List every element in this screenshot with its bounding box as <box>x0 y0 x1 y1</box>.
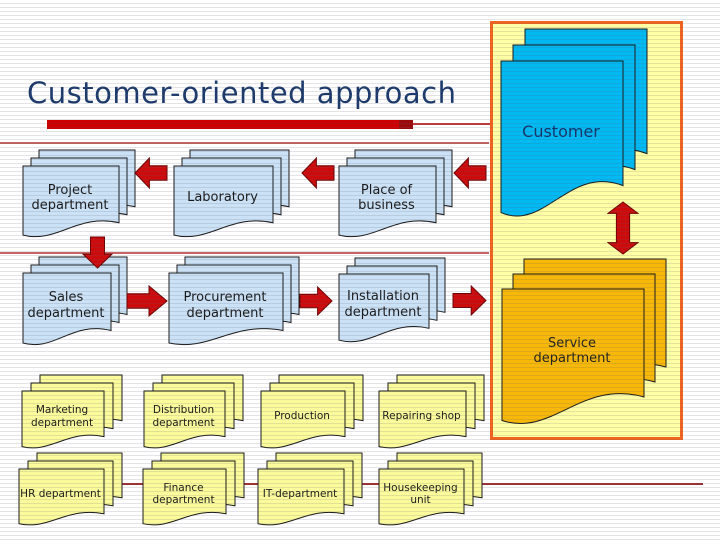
arrow-project-to-sales <box>82 236 113 269</box>
document-sheet <box>142 468 227 526</box>
document-sheet <box>21 390 105 449</box>
document-sheet <box>173 165 274 238</box>
document-sheet <box>168 272 284 345</box>
doc-stack-sales-department: Sales department <box>22 256 128 349</box>
node-label-hr-department: HR department <box>18 468 103 520</box>
node-label-text: Place of business <box>358 182 415 214</box>
node-label-text: Marketing department <box>30 404 94 429</box>
arrow-sales-to-procurement <box>126 285 168 317</box>
node-label-text: Service department <box>533 335 611 367</box>
accent-line-top <box>0 142 489 144</box>
arrow-procurement-to-installation <box>299 286 333 316</box>
doc-stack-housekeeping-unit: Housekeeping unit <box>378 452 483 529</box>
arrow-laboratory-to-project <box>134 157 168 189</box>
document-sheet <box>338 165 437 238</box>
title-underline-tail <box>413 123 490 125</box>
node-label-sales-department: Sales department <box>22 272 110 339</box>
doc-stack-marketing-department: Marketing department <box>21 374 123 452</box>
doc-stack-finance-department: Finance department <box>142 452 245 529</box>
node-label-text: Production <box>274 410 330 423</box>
arrow-installation-to-service <box>452 285 487 316</box>
node-label-text: HR department <box>20 488 101 501</box>
document-sheet <box>143 390 226 449</box>
node-label-project-department: Project department <box>22 165 118 231</box>
doc-stack-installation-department: Installation department <box>338 257 446 346</box>
document-sheet <box>501 288 645 424</box>
document-sheet <box>260 390 346 449</box>
node-label-text: IT-department <box>262 488 338 501</box>
node-label-text: Distribution department <box>152 404 215 429</box>
doc-stack-hr-department: HR department <box>18 452 123 529</box>
title-underline-bar <box>47 120 399 129</box>
node-label-text: Project department <box>31 182 109 214</box>
node-label-marketing-department: Marketing department <box>21 390 103 443</box>
doc-stack-service-department: Service department <box>501 258 667 429</box>
node-label-text: Finance department <box>152 481 215 507</box>
node-label-text: Laboratory <box>187 190 258 206</box>
doc-stack-repairing-shop: Repairing shop <box>378 374 485 452</box>
document-sheet <box>378 390 467 449</box>
page-title: Customer-oriented approach <box>27 76 457 110</box>
node-label-housekeeping-unit: Housekeeping unit <box>378 468 463 520</box>
accent-line-middle <box>0 252 489 254</box>
arrow-customer-service-exchange <box>607 201 639 255</box>
node-label-finance-department: Finance department <box>142 468 225 520</box>
node-label-repairing-shop: Repairing shop <box>378 390 465 443</box>
doc-stack-distribution-department: Distribution department <box>143 374 244 452</box>
doc-stack-it-department: IT-department <box>257 452 363 529</box>
doc-stack-procurement-department: Procurement department <box>168 256 300 349</box>
node-label-text: Sales department <box>27 290 105 321</box>
doc-stack-customer: Customer <box>500 28 648 222</box>
node-label-text: Housekeeping unit <box>383 481 458 507</box>
node-label-procurement-department: Procurement department <box>168 272 282 339</box>
node-label-text: Customer <box>522 122 600 142</box>
document-sheet <box>18 468 105 526</box>
node-label-text: Installation department <box>344 289 422 320</box>
node-label-text: Repairing shop <box>382 410 461 423</box>
document-sheet <box>338 273 430 343</box>
document-sheet <box>500 60 624 217</box>
node-label-place-of-business: Place of business <box>338 165 435 231</box>
node-label-text: Procurement department <box>183 290 267 321</box>
title-underline-cap <box>399 120 413 129</box>
node-label-production: Production <box>260 390 344 443</box>
node-label-service-department: Service department <box>501 288 643 414</box>
doc-stack-production: Production <box>260 374 364 452</box>
doc-stack-project-department: Project department <box>22 149 136 241</box>
doc-stack-place-of-business: Place of business <box>338 149 453 241</box>
arrow-place-to-laboratory <box>301 157 335 189</box>
document-sheet <box>257 468 345 526</box>
node-label-laboratory: Laboratory <box>173 165 272 231</box>
document-sheet <box>22 272 112 345</box>
document-sheet <box>378 468 465 526</box>
arrow-customer-to-place <box>453 157 487 189</box>
node-label-customer: Customer <box>500 60 622 205</box>
node-label-installation-department: Installation department <box>338 273 428 336</box>
document-sheet <box>22 165 120 238</box>
doc-stack-laboratory: Laboratory <box>173 149 290 241</box>
node-label-it-department: IT-department <box>257 468 343 520</box>
node-label-distribution-department: Distribution department <box>143 390 224 443</box>
